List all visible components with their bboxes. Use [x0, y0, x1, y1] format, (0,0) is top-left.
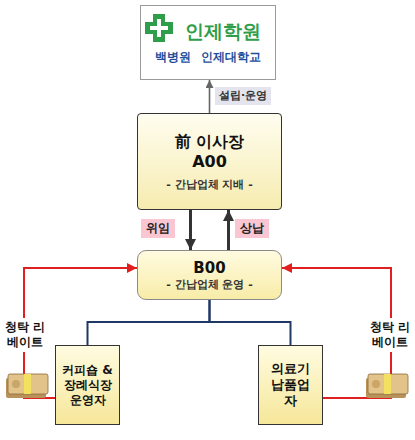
money-stack [366, 378, 406, 398]
node-subtitle: 백병원 인제대학교 [155, 50, 260, 65]
money-bill [368, 374, 408, 394]
money-band [384, 374, 391, 394]
edge-label: 위임 [141, 219, 175, 238]
edge-label: 설립·운영 [215, 87, 271, 105]
money-mark [12, 380, 20, 388]
money-bundle [6, 374, 48, 398]
money-mark [372, 380, 380, 388]
edge-label: 청탁 리베이트 [1, 318, 49, 352]
operator-box: B00- 간납업체 운영 - [137, 250, 282, 300]
money-stack [6, 378, 46, 398]
money-bill [8, 374, 48, 394]
node-title: 前 이사장 A00 [165, 132, 255, 172]
edge-label: 상납 [235, 219, 269, 238]
vendor-box: 의료기 납품업자 [258, 345, 323, 425]
money-bundle [366, 374, 408, 398]
connector [189, 210, 192, 250]
connector [210, 300, 291, 345]
chairman-box: 前 이사장 A00 - 간납업체 지배 - [137, 113, 282, 210]
node-title: B00 [193, 259, 225, 278]
connector [209, 80, 211, 113]
money-band [24, 374, 31, 394]
node-subtitle: - 간납업체 지배 - [166, 178, 253, 192]
connector [227, 210, 230, 250]
node-title: 인제학원 [185, 20, 261, 44]
connector [88, 300, 210, 345]
vendor-box: 커피숍 & 장례식장 운영자 [55, 345, 120, 425]
node-title: 의료기 납품업자 [266, 361, 316, 410]
node-subtitle: - 간납업체 운영 - [166, 278, 253, 292]
node-title: 커피숍 & 장례식장 운영자 [61, 363, 115, 408]
institution-box: 인제학원백병원 인제대학교 [140, 5, 276, 80]
edge-label: 청탁 리베이트 [366, 318, 414, 352]
